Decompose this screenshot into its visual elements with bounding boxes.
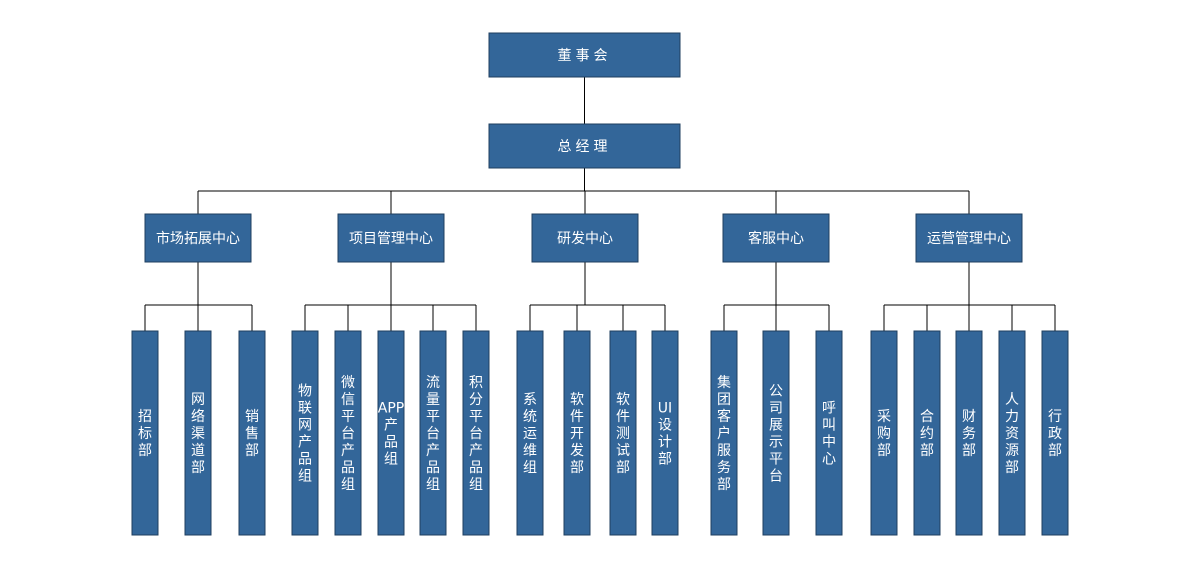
department-label: 微信平台产品组 bbox=[341, 375, 355, 493]
center-box-rect bbox=[337, 213, 445, 263]
department-box-rect bbox=[815, 330, 843, 536]
department-box-rect bbox=[377, 330, 405, 536]
center-box: 运营管理中心 bbox=[915, 213, 1023, 263]
department-box: 流量平台产品组 bbox=[419, 330, 447, 536]
department-label: 行政部 bbox=[1048, 409, 1062, 459]
department-label: 采购部 bbox=[877, 409, 891, 459]
department-box: 合约部 bbox=[913, 330, 941, 536]
department-box: 财务部 bbox=[955, 330, 983, 536]
department-box-rect bbox=[563, 330, 591, 536]
department-box-rect bbox=[184, 330, 212, 536]
department-box-rect bbox=[462, 330, 490, 536]
center-box-rect bbox=[722, 213, 830, 263]
center-box: 项目管理中心 bbox=[337, 213, 445, 263]
center-box-rect bbox=[531, 213, 639, 263]
department-label: 财务部 bbox=[962, 409, 976, 459]
general-manager-label: 总经理 bbox=[558, 139, 612, 155]
center-label: 研发中心 bbox=[557, 231, 613, 247]
department-label: 软件开发部 bbox=[570, 392, 584, 476]
department-label: 销售部 bbox=[245, 409, 259, 459]
department-label: 合约部 bbox=[920, 409, 934, 459]
department-box: 销售部 bbox=[238, 330, 266, 536]
center-box: 市场拓展中心 bbox=[144, 213, 252, 263]
department-label: 积分平台产品组 bbox=[469, 375, 483, 493]
department-box: 软件测试部 bbox=[609, 330, 637, 536]
department-label: 软件测试部 bbox=[616, 392, 630, 476]
department-box-rect bbox=[762, 330, 790, 536]
board-label: 董事会 bbox=[558, 48, 612, 64]
department-box-rect bbox=[238, 330, 266, 536]
department-box-rect bbox=[955, 330, 983, 536]
department-box-rect bbox=[870, 330, 898, 536]
center-label: 客服中心 bbox=[748, 230, 804, 247]
center-box: 客服中心 bbox=[722, 213, 830, 263]
center-box-rect bbox=[915, 213, 1023, 263]
department-box-rect bbox=[913, 330, 941, 536]
department-box: 行政部 bbox=[1041, 330, 1069, 536]
department-label: 系统运维组 bbox=[523, 392, 537, 476]
department-box-rect bbox=[419, 330, 447, 536]
department-box-rect bbox=[651, 330, 679, 536]
department-box-rect bbox=[609, 330, 637, 536]
department-label: 集团客户服务部 bbox=[717, 374, 731, 493]
department-box: 网络渠道部 bbox=[184, 330, 212, 536]
department-box: 公司展示平台 bbox=[762, 330, 790, 536]
board-box: 董事会 bbox=[488, 32, 681, 78]
department-box: 集团客户服务部 bbox=[710, 330, 738, 536]
department-box: 积分平台产品组 bbox=[462, 330, 490, 536]
department-box-rect bbox=[516, 330, 544, 536]
department-box-rect bbox=[710, 330, 738, 536]
department-box: 物联网产品组 bbox=[291, 330, 319, 536]
department-box: 软件开发部 bbox=[563, 330, 591, 536]
department-label: 公司展示平台 bbox=[769, 384, 783, 485]
center-box-rect bbox=[144, 213, 252, 263]
center-label: 市场拓展中心 bbox=[156, 230, 240, 247]
department-label: 人力资源部 bbox=[1005, 392, 1019, 476]
connector-lines bbox=[144, 77, 1056, 331]
department-label: 流量平台产品组 bbox=[426, 375, 440, 493]
center-label: 运营管理中心 bbox=[927, 231, 1011, 247]
department-box: 系统运维组 bbox=[516, 330, 544, 536]
department-box-rect bbox=[131, 330, 159, 536]
center-box: 研发中心 bbox=[531, 213, 639, 263]
department-box-rect bbox=[291, 330, 319, 536]
department-box-rect bbox=[1041, 330, 1069, 536]
department-box: 人力资源部 bbox=[998, 330, 1026, 536]
general-manager-box: 总经理 bbox=[488, 123, 681, 169]
department-box: 呼叫中心 bbox=[815, 330, 843, 536]
center-label: 项目管理中心 bbox=[349, 231, 433, 247]
department-box: 招标部 bbox=[131, 330, 159, 536]
department-box: 微信平台产品组 bbox=[334, 330, 362, 536]
department-box-rect bbox=[998, 330, 1026, 536]
department-label: 网络渠道部 bbox=[191, 392, 205, 476]
department-label: 招标部 bbox=[138, 409, 152, 459]
department-box: 采购部 bbox=[870, 330, 898, 536]
department-box-rect bbox=[334, 330, 362, 536]
department-label: 物联网产品组 bbox=[298, 384, 312, 485]
department-label: 呼叫中心 bbox=[822, 401, 836, 468]
